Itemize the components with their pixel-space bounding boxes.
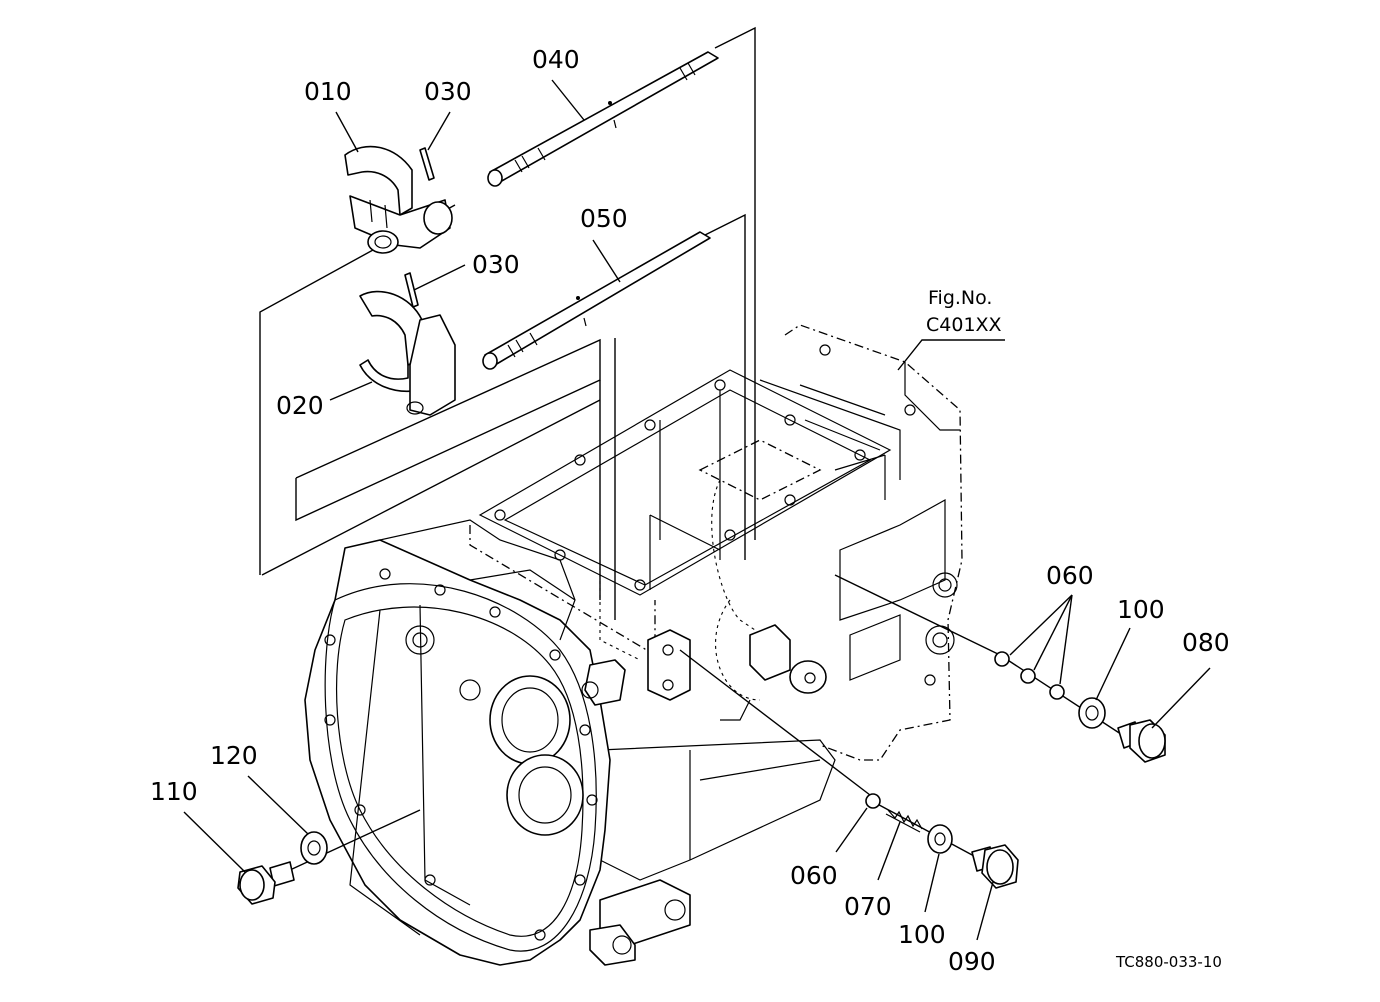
washer-100-lower <box>927 824 953 854</box>
bolt-110 <box>237 861 295 905</box>
label-050: 050 <box>580 204 628 233</box>
detent-balls-060-upper <box>994 651 1065 700</box>
spring-pin-030-lower <box>404 272 419 308</box>
drawing-code: TC880-033-10 <box>1115 953 1222 971</box>
bolt-080 <box>1117 719 1166 763</box>
label-080: 080 <box>1182 628 1230 657</box>
spring-pin-030-upper <box>419 147 435 181</box>
part-number-labels: 010 030 040 050 030 020 060 100 080 060 … <box>150 45 1230 976</box>
spring-070 <box>885 809 923 833</box>
label-100-lower: 100 <box>898 920 946 949</box>
label-090: 090 <box>948 947 996 976</box>
label-110: 110 <box>150 777 198 806</box>
label-060-lower: 060 <box>790 861 838 890</box>
label-030-upper: 030 <box>424 77 472 106</box>
label-040: 040 <box>532 45 580 74</box>
detent-ball-060-lower <box>865 793 881 809</box>
alignment-lines <box>259 26 1131 871</box>
shift-shaft-040 <box>487 51 719 187</box>
transmission-case <box>304 324 963 966</box>
label-060-upper: 060 <box>1046 561 1094 590</box>
label-020: 020 <box>276 391 324 420</box>
leader-lines <box>183 79 1211 941</box>
washer-120 <box>300 831 328 865</box>
label-100-upper: 100 <box>1117 595 1165 624</box>
shift-fork-010 <box>344 145 453 254</box>
label-010: 010 <box>304 77 352 106</box>
label-030-lower: 030 <box>472 250 520 279</box>
washer-100-upper <box>1078 697 1106 729</box>
fig-ref-line1: Fig.No. <box>928 287 992 309</box>
shift-fork-020 <box>359 290 456 416</box>
label-120: 120 <box>210 741 258 770</box>
shift-shaft-050 <box>482 231 711 370</box>
fig-ref-line2: C401XX <box>926 314 1002 336</box>
bolt-090 <box>971 844 1019 889</box>
label-070: 070 <box>844 892 892 921</box>
